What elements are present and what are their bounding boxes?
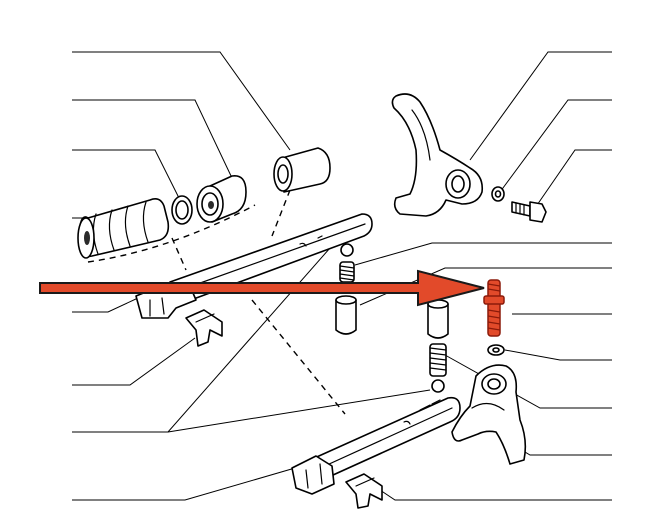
upper-detent-set [335, 243, 357, 335]
spacer-sleeve [273, 147, 331, 193]
leader-line-washer-upper [499, 99, 612, 193]
lower-washer [487, 344, 505, 356]
lower-sleeve [427, 299, 449, 339]
callout-arrow [39, 269, 485, 307]
dashed-line-spacer [271, 189, 291, 237]
leader-line-lower-end [72, 467, 296, 501]
leader-line-spring-lower [444, 354, 612, 409]
leader-line-spring-upper [354, 242, 612, 266]
upper-clip [185, 309, 223, 347]
rubber-boot [77, 198, 170, 259]
leader-line-clip-lower [379, 489, 612, 501]
leader-line-washer-lower [504, 349, 612, 361]
leader-line-spacer [72, 51, 291, 151]
lower-clip [345, 473, 383, 509]
leader-lines-left [72, 51, 431, 501]
leader-line-bolt-upper [534, 149, 612, 209]
upper-washer [491, 186, 505, 202]
leader-line-upper-fork [469, 51, 612, 161]
lower-detent-set [427, 299, 449, 393]
dashed-line-boot-to-shaft [171, 237, 187, 271]
lower-spring [429, 343, 447, 377]
lower-shift-fork [451, 364, 527, 465]
upper-spring [339, 261, 355, 283]
highlighted-stud [483, 279, 505, 337]
assembly-guides [87, 189, 346, 415]
leader-line-clip-upper [72, 337, 196, 386]
dashed-arc-boot [87, 204, 256, 263]
dashed-line-shaft-to-lower [251, 299, 346, 415]
upper-bolt [511, 201, 547, 223]
bushing [196, 175, 247, 223]
leader-line-lower-rail [167, 389, 431, 433]
leader-line-oring [72, 149, 181, 201]
o-ring [171, 195, 193, 225]
lower-shift-rail [291, 396, 461, 495]
upper-sleeve [335, 295, 357, 335]
leader-line-shift-shaft-end [72, 297, 139, 313]
upper-shift-fork [391, 93, 484, 217]
leader-line-bushing [72, 99, 233, 179]
